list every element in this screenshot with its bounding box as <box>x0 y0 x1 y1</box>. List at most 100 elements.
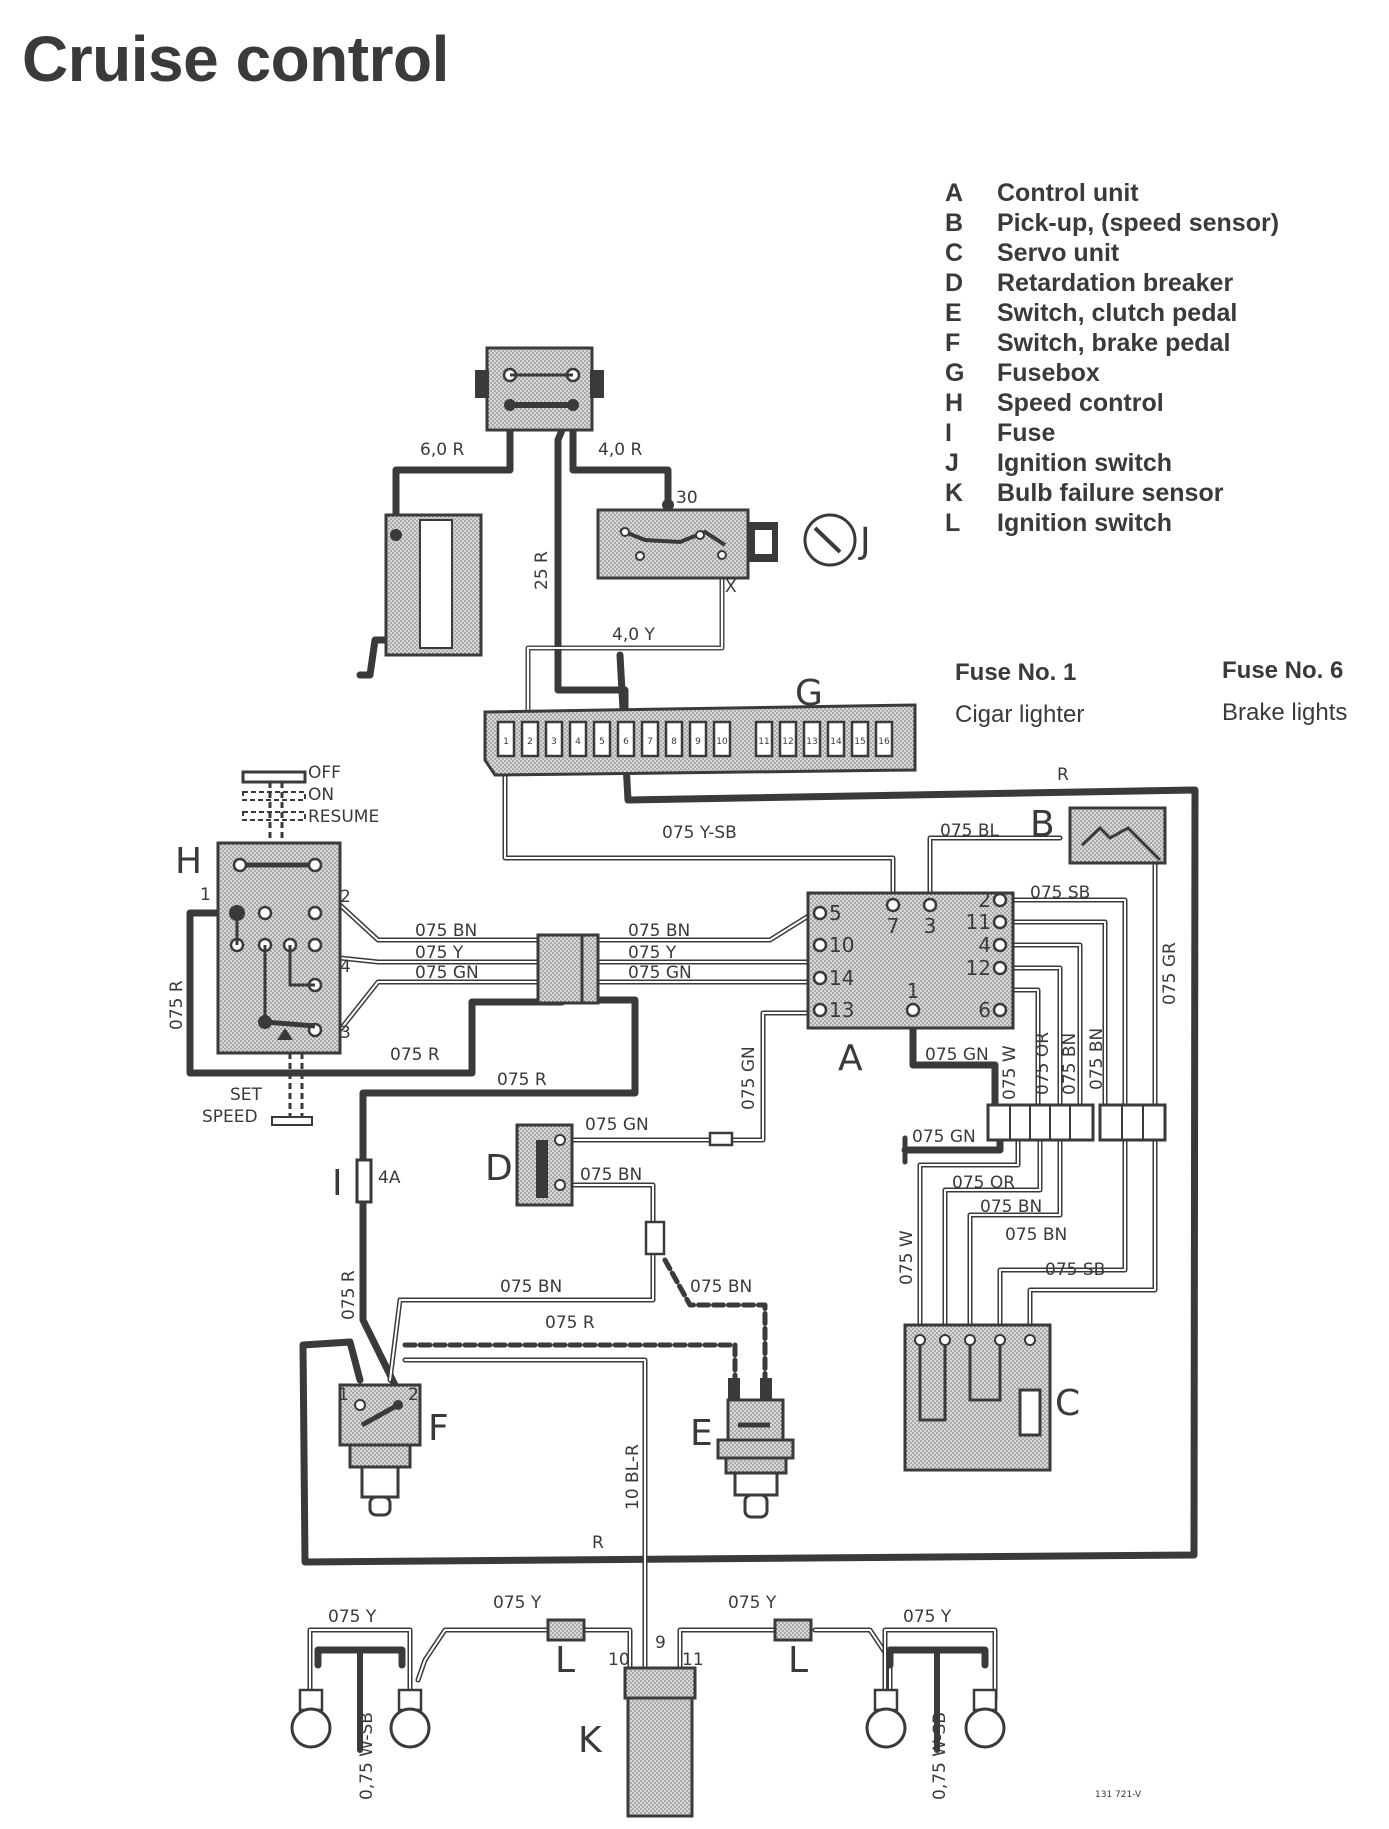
wire-4-0-r <box>569 401 672 509</box>
wire-label: 075 BL <box>940 821 1000 841</box>
fuse-slot <box>664 720 684 758</box>
label-b: B <box>1030 804 1055 845</box>
wire-label: 075 OR <box>1033 1032 1053 1095</box>
pin-terminal <box>812 905 828 921</box>
fuse-number: 15 <box>854 737 865 747</box>
legend-label: Bulb failure sensor <box>997 479 1224 507</box>
speed-control <box>216 770 342 1126</box>
fuse-heading: Fuse No. 1 <box>955 659 1077 686</box>
legend-key: G <box>945 359 965 387</box>
wire-label: 4,0 R <box>598 440 642 460</box>
wire-label: 075 Y <box>728 1593 777 1613</box>
ignition-switch <box>596 499 857 580</box>
pin-label: 4 <box>340 957 351 977</box>
wire-label: 075 GR <box>1160 942 1180 1005</box>
fuse-slot <box>688 720 708 758</box>
fuse-slot <box>568 720 588 758</box>
wire-label: 10 BL-R <box>623 1444 643 1510</box>
pin-label: 3 <box>924 914 937 938</box>
wire-075-r-fuse <box>359 996 639 1389</box>
wire-075-gn-d <box>559 1012 811 1141</box>
label-l-right: L <box>788 1640 808 1681</box>
pin-label: 5 <box>829 901 842 925</box>
fuse-slot <box>826 720 846 758</box>
fuse-number: 7 <box>647 737 653 747</box>
fuse-i <box>355 1158 373 1204</box>
wire-label: 075 Y <box>493 1593 542 1613</box>
fuse-slot <box>496 720 516 758</box>
fuse-number: 9 <box>695 737 701 747</box>
label-j: J <box>858 521 871 562</box>
wire-label: 25 R <box>532 551 552 590</box>
pin-terminal <box>812 1002 828 1018</box>
wire-label: 6,0 R <box>420 440 464 460</box>
pin-label: 6 <box>978 998 991 1022</box>
pin-label: 2 <box>340 887 351 907</box>
legend-label: Switch, brake pedal <box>997 329 1231 357</box>
wire-label: 075 SB <box>1030 883 1090 903</box>
fuse-number: 16 <box>878 737 890 747</box>
fuse-number: 6 <box>623 737 629 747</box>
wire-075-gn-h <box>339 981 541 1031</box>
fuse-slot <box>802 720 822 758</box>
wire-label: 075 R <box>390 1045 440 1065</box>
fuse-use: Brake lights <box>1222 699 1348 726</box>
pin-label: 7 <box>887 914 900 938</box>
fuse-slot <box>640 720 660 758</box>
label-l-left: L <box>555 1640 575 1681</box>
wire-label: 075 GN <box>415 963 479 983</box>
wire-label: 075 W <box>897 1230 917 1285</box>
wire-label: 0,75 W-SB <box>930 1712 950 1800</box>
pin-label: 1 <box>907 979 920 1003</box>
pin-label: 9 <box>655 1633 666 1653</box>
multi-connector <box>536 933 600 1005</box>
wire-075-bl <box>929 837 1061 906</box>
wire-label: 075 BN <box>980 1197 1042 1217</box>
switch-set-label: SET <box>230 1085 263 1105</box>
wire-075-r-dashed <box>402 1342 738 1383</box>
wire-label: 075 GN <box>739 1046 759 1110</box>
legend-label: Retardation breaker <box>997 269 1234 297</box>
bulb-icon <box>865 1688 907 1749</box>
pin-label: 10 <box>829 933 854 957</box>
fuse-slot <box>520 720 540 758</box>
pin-terminal <box>992 937 1008 953</box>
wire-label: 075 BN <box>580 1165 642 1185</box>
fuse-slot <box>592 720 612 758</box>
wire-label: 075 OR <box>952 1173 1015 1193</box>
wire-label: 075 Y-SB <box>662 823 737 843</box>
fuse-number: 8 <box>671 737 677 747</box>
pin-terminal <box>992 960 1008 976</box>
label-a: A <box>838 1038 863 1079</box>
legend-key: E <box>945 299 962 327</box>
fuse-number: 1 <box>503 737 509 747</box>
wire-075-bn-h <box>339 904 541 941</box>
fuse-number: 11 <box>758 737 769 747</box>
wire-label: 075 GN <box>912 1127 976 1147</box>
label-h: H <box>175 841 202 882</box>
bulb-icon <box>290 1688 332 1749</box>
battery <box>384 513 483 657</box>
connector-l-left <box>546 1618 586 1642</box>
retardation-breaker <box>515 1123 574 1207</box>
fuse-number: 10 <box>716 737 728 747</box>
bulb-icon <box>389 1688 431 1749</box>
pin-terminal <box>885 897 901 913</box>
fuse-number: 5 <box>599 737 605 747</box>
figure-code: 131 721-V <box>1095 1790 1142 1800</box>
speed-sensor <box>1068 806 1167 865</box>
legend-label: Fuse <box>997 419 1056 447</box>
bulb-icon <box>964 1688 1006 1749</box>
wire-label: 075 BN <box>415 921 477 941</box>
wire-075-y-h <box>339 957 541 963</box>
